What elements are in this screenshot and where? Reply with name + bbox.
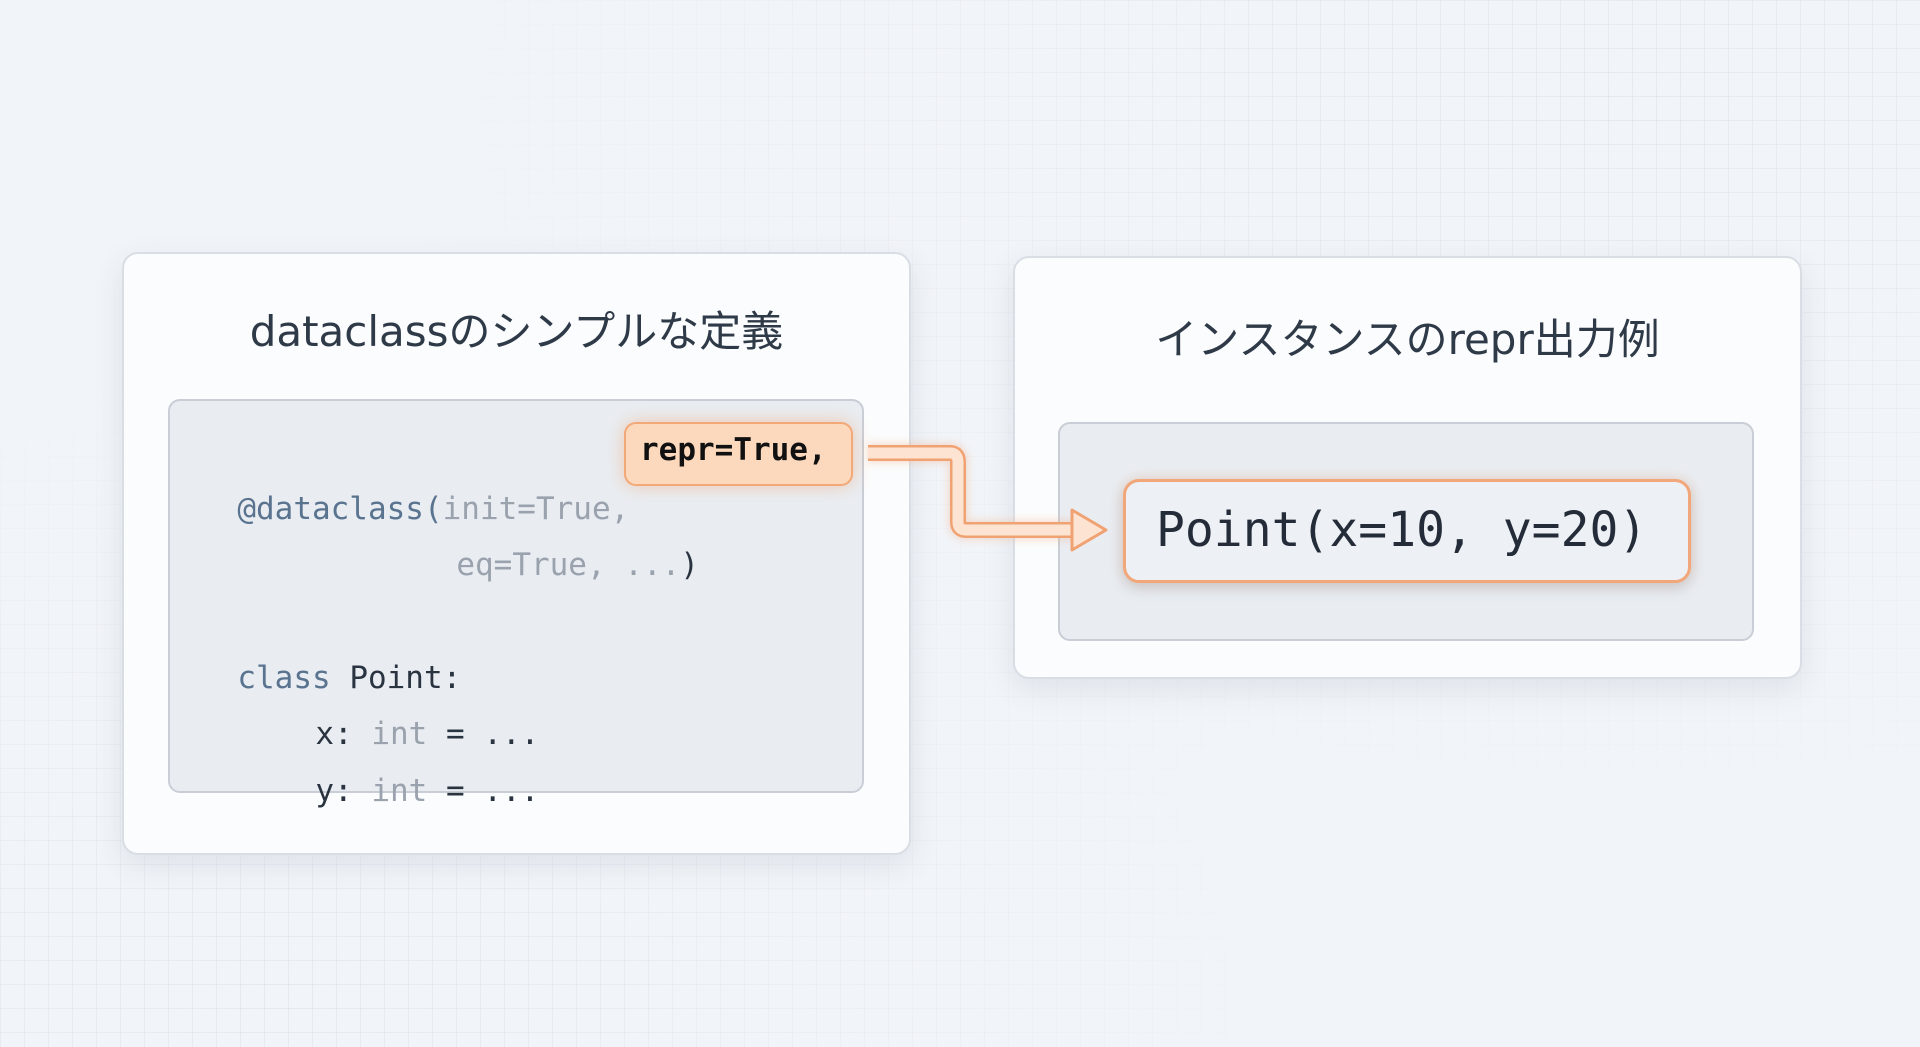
definition-title: dataclassのシンプルな定義 bbox=[249, 307, 784, 356]
close-paren: ) bbox=[680, 547, 699, 583]
repr-output: Point(x=10, y=20) bbox=[1123, 479, 1691, 583]
class-keyword: class bbox=[237, 660, 331, 696]
decorator: @dataclass( bbox=[237, 491, 443, 527]
eq-arg: eq=True, ... bbox=[456, 547, 681, 583]
code-line-1: @dataclass(init=True, bbox=[200, 425, 629, 537]
code-line-y: y: int = ... bbox=[278, 707, 539, 819]
code-line-class: class Point: bbox=[200, 594, 461, 706]
code-line-x: x: int = ... bbox=[278, 650, 539, 762]
field-x: x: bbox=[315, 716, 353, 752]
field-y-default: = ... bbox=[446, 773, 540, 809]
repr-arg: repr=True, bbox=[640, 432, 827, 468]
field-x-default: = ... bbox=[446, 716, 540, 752]
class-name: Point: bbox=[330, 660, 462, 696]
code-line-2: eq=True, ...) bbox=[419, 481, 699, 593]
repr-highlight: repr=True, bbox=[624, 422, 853, 486]
output-title: インスタンスのrepr出力例 bbox=[1155, 315, 1660, 364]
repr-output-text: Point(x=10, y=20) bbox=[1156, 502, 1648, 558]
field-x-type: int bbox=[371, 716, 428, 752]
field-y-type: int bbox=[371, 773, 428, 809]
init-arg: init=True, bbox=[442, 491, 630, 527]
field-y: y: bbox=[315, 773, 353, 809]
